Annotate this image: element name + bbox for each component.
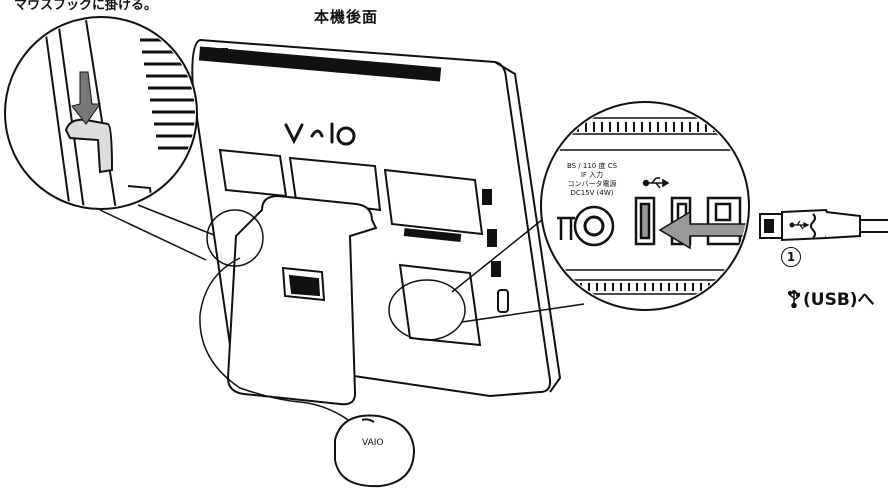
usb-connect-text: (USB)へ <box>803 290 875 310</box>
port-panel-zoom <box>540 101 750 311</box>
vaio-logo <box>284 122 356 146</box>
usb-trident-icon <box>787 288 800 309</box>
antenna-input-label: BS / 110 度 CS IF 入力 コンバータ電源 DC15V (4W) <box>566 162 618 197</box>
usb-port-target <box>634 196 656 246</box>
step-number: 1 <box>781 247 801 267</box>
view-title: 本機後面 <box>314 8 379 26</box>
insert-arrow-icon <box>658 210 747 250</box>
mouse-cable <box>199 257 356 426</box>
top-caption: マウスフックに掛ける。 <box>14 0 158 13</box>
usb-icon <box>642 177 670 189</box>
antenna-icon <box>557 216 575 240</box>
usb-connect-label: (USB)へ <box>787 285 875 310</box>
hook-highlight-circle <box>206 209 264 267</box>
usb-plug <box>759 208 888 242</box>
stand <box>226 194 378 406</box>
antenna-connector <box>573 205 615 247</box>
usb-highlight-circle <box>388 279 466 341</box>
mouse-logo: VAIO <box>362 438 383 448</box>
mouse: VAIO <box>334 414 416 488</box>
mouse-hook-zoom <box>4 16 215 261</box>
down-arrow-icon <box>71 71 101 125</box>
